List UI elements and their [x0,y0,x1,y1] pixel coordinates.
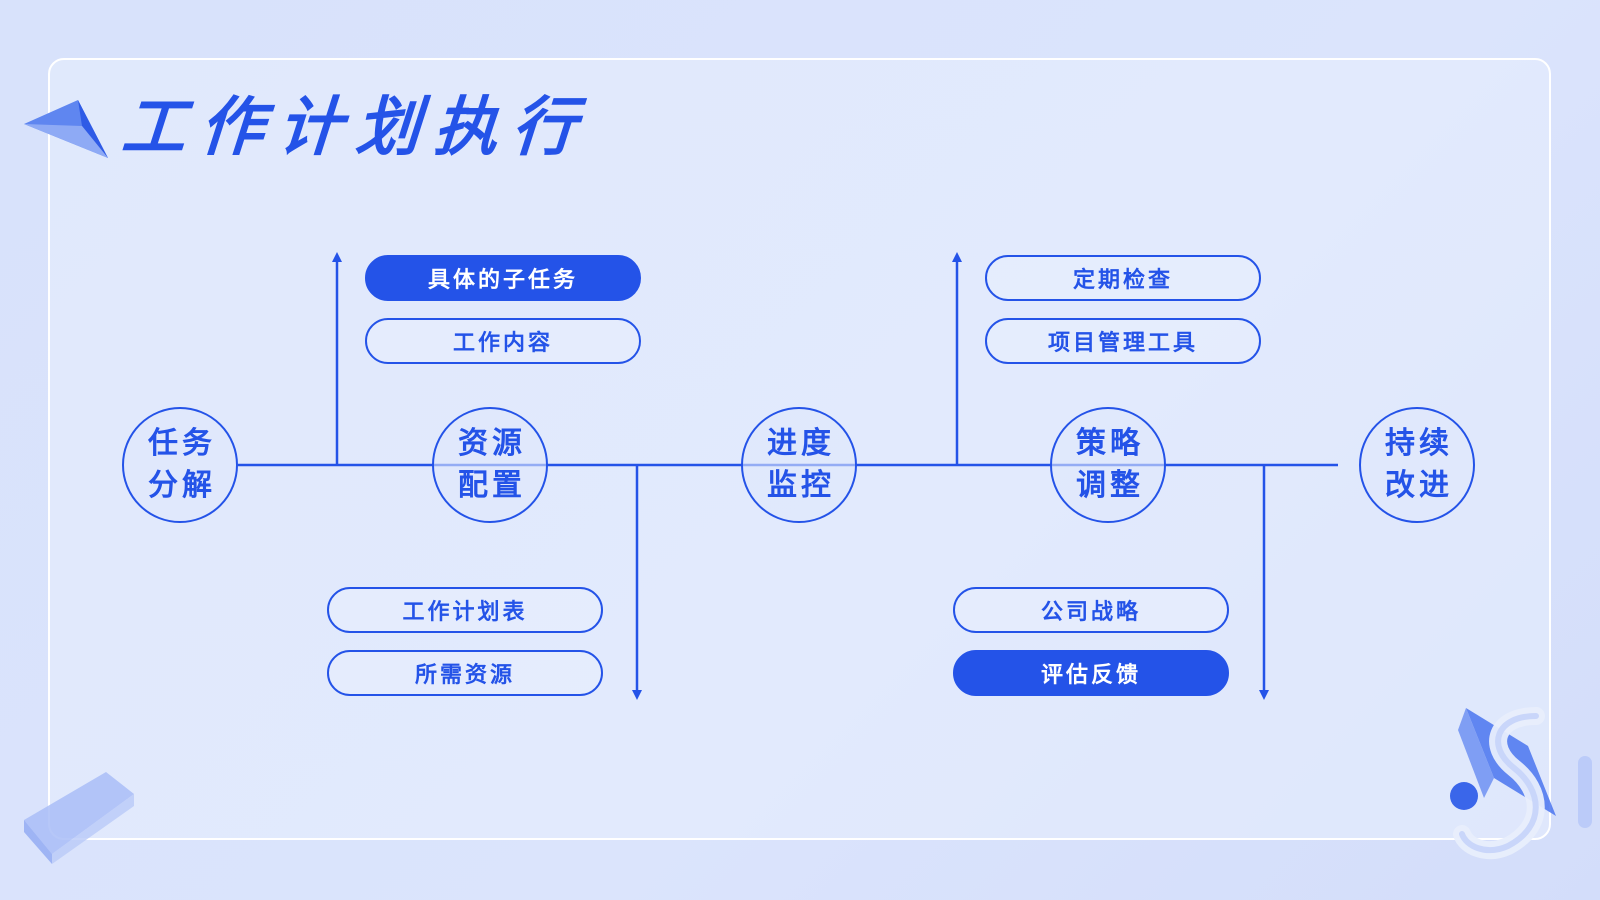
node-progress-monitoring: 进度监控 [741,407,857,523]
arrow-down-right [1259,690,1269,700]
paper-plane-icon [24,100,108,158]
node-label: 配置 [458,468,526,503]
glass-dollar-icon [1450,707,1592,860]
arrow-down-left [632,690,642,700]
node-strategy-adjustment: 策略调整 [1050,407,1166,523]
node-label: 策略 [1076,426,1144,461]
node-label: 监控 [767,468,835,503]
pill-pm-tools: 项目管理工具 [985,318,1261,364]
arrow-up-right [952,252,962,262]
node-resource-allocation: 资源配置 [432,407,548,523]
node-label: 持续 [1385,426,1453,461]
node-label: 进度 [767,426,835,461]
node-label: 调整 [1076,468,1144,503]
node-label: 分解 [148,468,216,503]
node-label: 改进 [1385,468,1453,503]
node-task-breakdown: 任务分解 [122,407,238,523]
pill-company-strategy: 公司战略 [953,587,1229,633]
pill-required-resources: 所需资源 [327,650,603,696]
node-continuous-improvement: 持续改进 [1359,407,1475,523]
node-label: 任务 [148,426,216,461]
pill-work-content: 工作内容 [365,318,641,364]
pill-work-plan: 工作计划表 [327,587,603,633]
glass-block-icon [24,772,134,864]
arrow-up-left [332,252,342,262]
pill-regular-check: 定期检查 [985,255,1261,301]
node-label: 资源 [458,426,526,461]
pill-subtasks: 具体的子任务 [365,255,641,301]
pill-evaluation-feedback: 评估反馈 [953,650,1229,696]
